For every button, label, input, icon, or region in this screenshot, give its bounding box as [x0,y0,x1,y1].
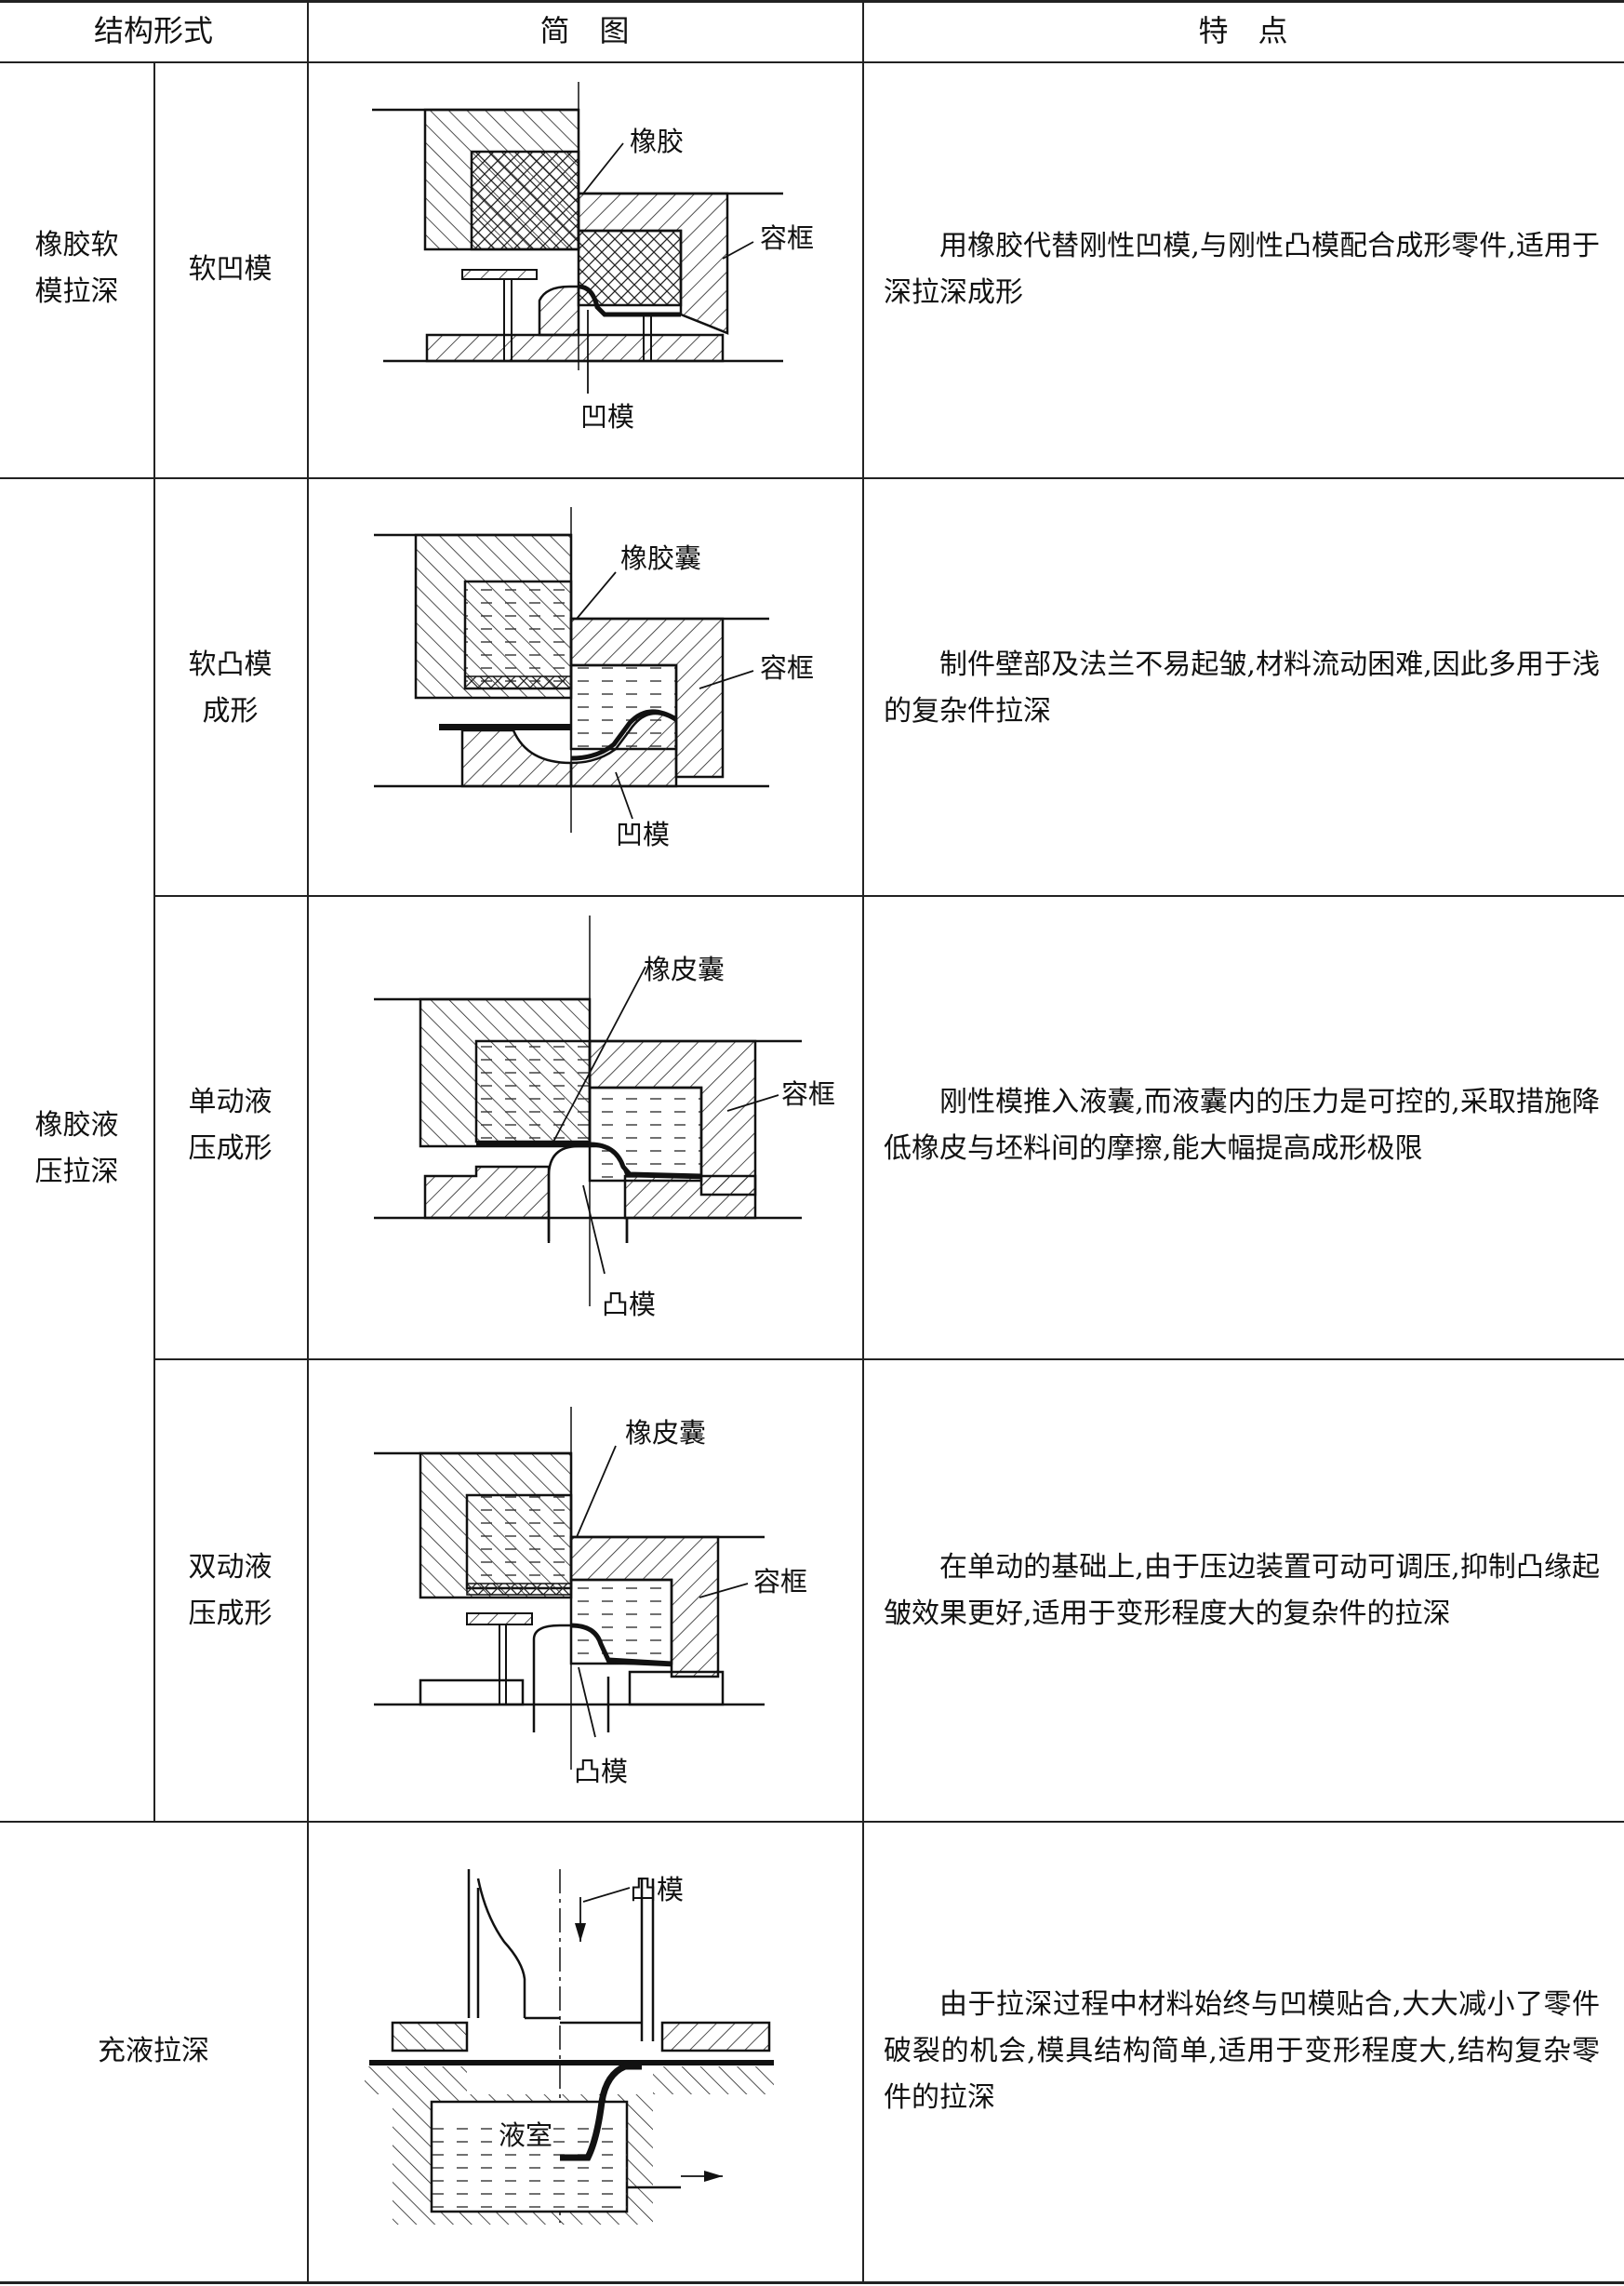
type-single-action: 单动液 压成形 [188,1086,273,1165]
header-rule [0,61,1624,63]
diagram-soft-punch: 橡胶囊 容框 凹模 [374,507,814,850]
label-punch: 凸模 [602,1289,656,1320]
col-rule-3 [862,0,864,2284]
diagram-soft-die: 橡胶 容框 凹模 [372,82,814,433]
type-soft-die: 软凹模 [188,253,273,286]
row-rule-1 [0,477,1624,479]
label-rubber-bag: 橡胶囊 [620,542,701,574]
label-die: 凹模 [616,819,670,850]
diagram-single-action: 橡皮囊 容框 凸模 [374,916,835,1320]
description-soft-punch: 制件壁部及法兰不易起皱,材料流动困难,因此多用于浅的复杂件拉深 [884,648,1600,728]
diagram-hydro-drawing: 凸模 液室 [365,1869,774,2225]
label-container: 容框 [753,1566,807,1598]
label-punch: 凸模 [574,1756,628,1787]
header-structure: 结构形式 [93,13,213,48]
description-double-action: 在单动的基础上,由于压边装置可动可调压,抑制凸缘起皱效果更好,适用于变形程度大的… [884,1551,1600,1630]
group-rubber-soft-die: 橡胶软 模拉深 [34,229,119,308]
header-features: 特 点 [1198,13,1288,48]
row-rule-2 [153,895,1624,897]
label-rubber: 橡胶 [630,126,684,157]
label-rubber-bladder: 橡皮囊 [644,954,725,985]
label-container: 容框 [781,1078,835,1110]
type-soft-punch: 软凸模 成形 [188,648,273,728]
description-soft-die: 用橡胶代替刚性凹模,与刚性凸模配合成形零件,适用于深拉深成形 [884,230,1600,309]
table-top-rule [0,0,1624,3]
row-rule-4 [0,1821,1624,1823]
description-single-action: 刚性模推入液囊,而液囊内的压力是可控的,采取措施降低橡皮与坯料间的摩擦,能大幅提… [884,1086,1600,1165]
label-container: 容框 [760,652,814,684]
group-rubber-hydraulic: 橡胶液 压拉深 [34,1109,119,1188]
row-rule-3 [153,1358,1624,1360]
diagram-double-action: 橡皮囊 容框 凸模 [374,1407,807,1787]
label-fluid-chamber: 液室 [499,2119,552,2151]
table-bottom-rule [0,2281,1624,2284]
label-die: 凹模 [580,401,634,433]
col-rule-1 [153,61,155,1821]
label-container: 容框 [760,222,814,254]
label-rubber-bladder: 橡皮囊 [625,1417,706,1449]
description-hydro-drawing: 由于拉深过程中材料始终与凹模贴合,大大减小了零件破裂的机会,模具结构简单,适用于… [884,1988,1600,2114]
group-hydro-drawing: 充液拉深 [98,2035,209,2067]
type-double-action: 双动液 压成形 [188,1551,273,1630]
col-rule-2 [307,0,309,2284]
header-diagram: 简 图 [539,13,630,48]
label-punch: 凸模 [630,1874,684,1905]
